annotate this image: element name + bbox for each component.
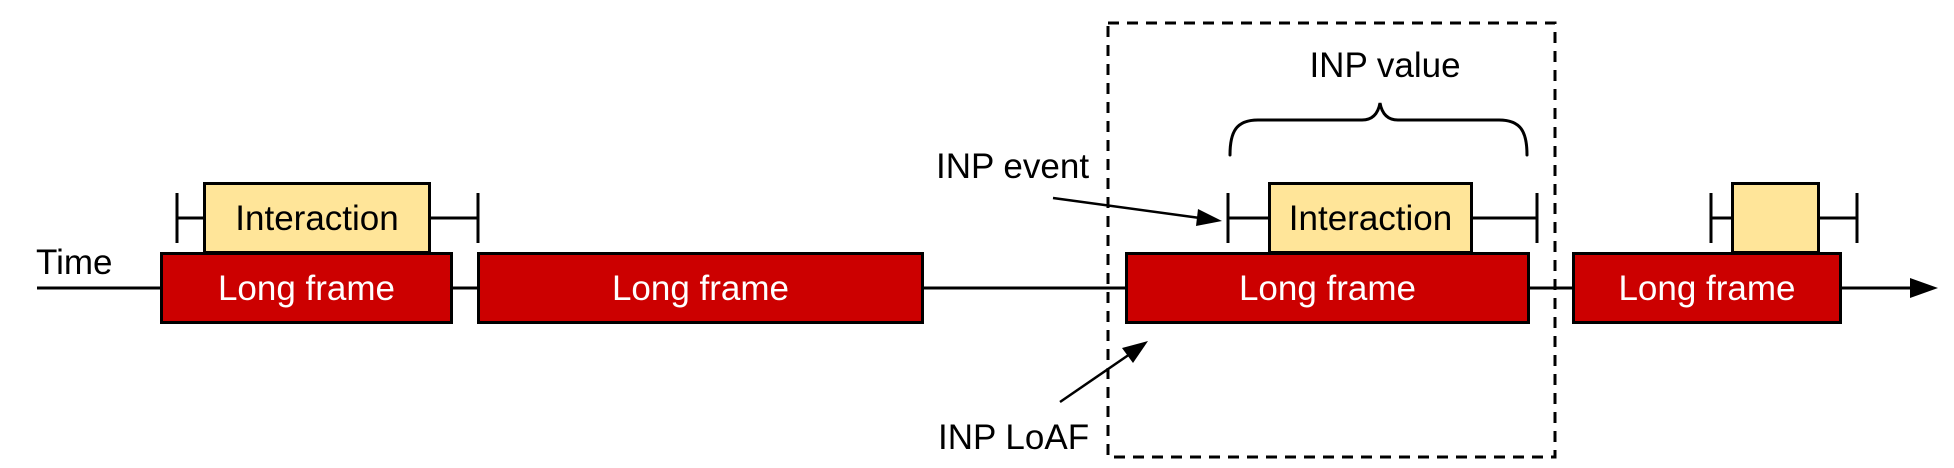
inp-event-label: INP event bbox=[936, 147, 1090, 186]
inp-loaf-arrowhead-icon bbox=[1122, 341, 1148, 363]
inp-loaf-dashed-outline bbox=[1106, 21, 1557, 459]
interaction-2-bracket bbox=[1226, 193, 1539, 243]
inp-value-brace bbox=[1228, 102, 1529, 157]
long-frame-box-4: Long frame bbox=[1572, 252, 1842, 324]
long-frame-label: Long frame bbox=[1238, 268, 1417, 308]
interaction-3-bracket bbox=[1709, 193, 1859, 243]
interaction-1-bracket bbox=[175, 193, 480, 243]
interaction-label: Interaction bbox=[1288, 198, 1453, 238]
timeline-arrowhead-icon bbox=[1910, 278, 1938, 298]
interaction-box-1: Interaction bbox=[203, 182, 431, 254]
long-frame-box-1: Long frame bbox=[160, 252, 453, 324]
interaction-label: Interaction bbox=[235, 198, 399, 238]
inp-value-label: INP value bbox=[1309, 46, 1461, 85]
inp-loaf-label: INP LoAF bbox=[938, 418, 1090, 457]
long-frame-label: Long frame bbox=[217, 268, 396, 308]
interaction-box-3 bbox=[1731, 182, 1820, 254]
long-frame-label: Long frame bbox=[1618, 268, 1796, 308]
inp-event-arrowhead-icon bbox=[1196, 209, 1222, 226]
long-frame-label: Long frame bbox=[611, 268, 790, 308]
long-frame-box-3: Long frame bbox=[1125, 252, 1530, 324]
long-frame-box-2: Long frame bbox=[477, 252, 924, 324]
time-axis-label: Time bbox=[36, 243, 113, 282]
inp-loaf-arrow bbox=[1059, 341, 1148, 404]
inp-event-arrow bbox=[1052, 196, 1222, 226]
interaction-box-2: Interaction bbox=[1268, 182, 1473, 254]
